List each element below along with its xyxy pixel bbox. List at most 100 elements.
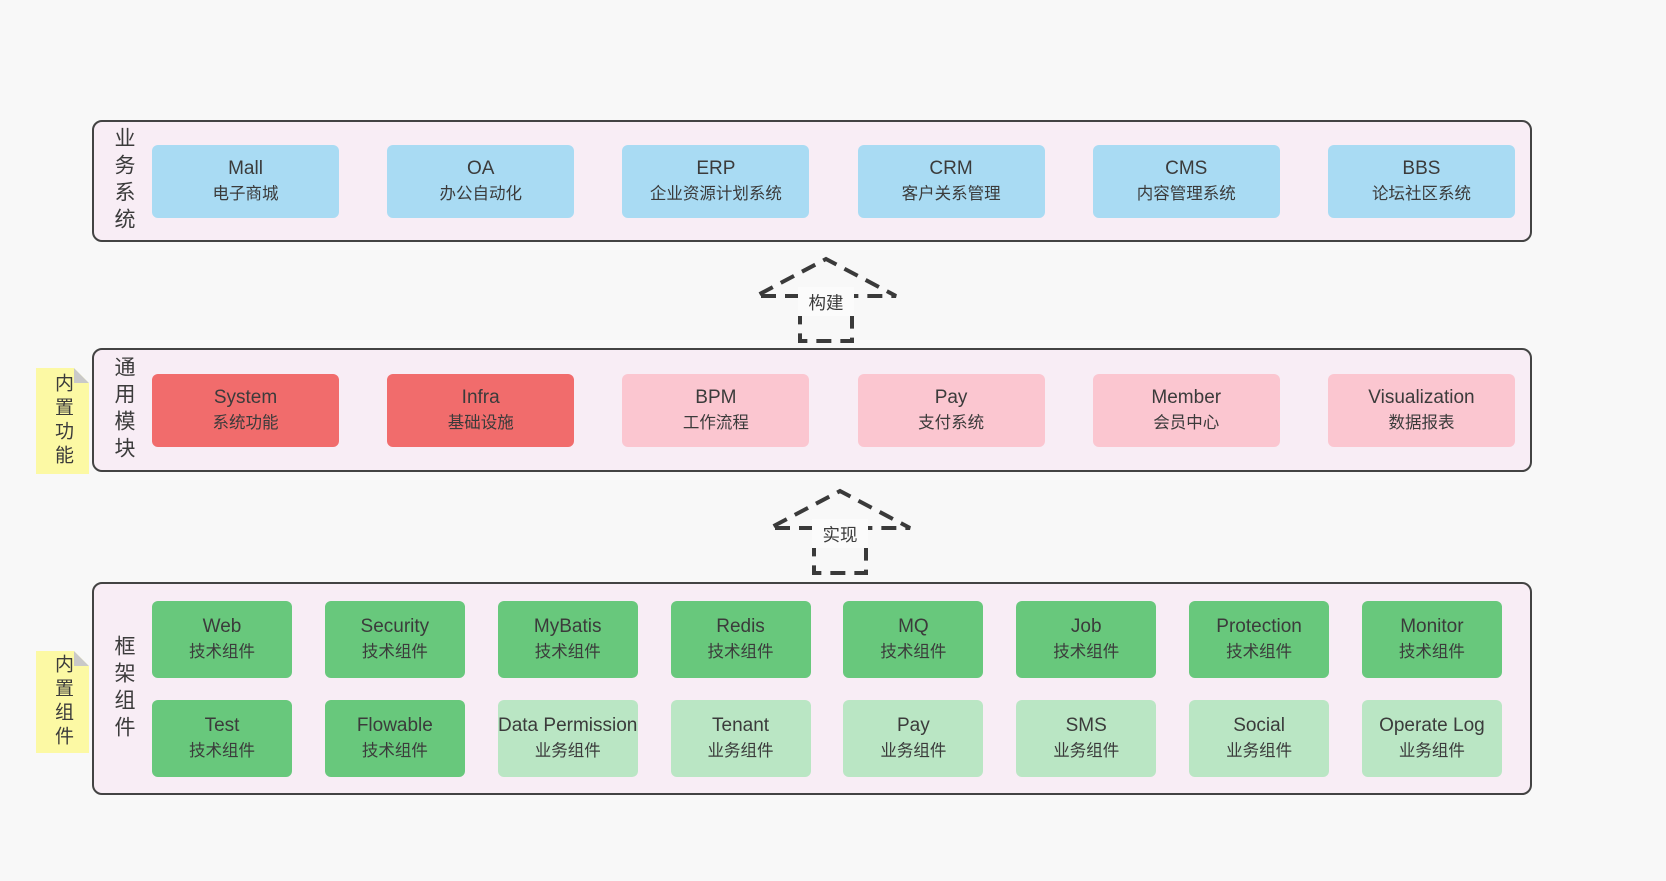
framework-components-content: Web 技术组件 Security 技术组件 MyBatis 技术组件 Redi… (152, 584, 1530, 793)
box-bbs: BBS 论坛社区系统 (1327, 144, 1515, 218)
business-systems-panel: 业务系统 Mall 电子商城 OA 办公自动化 ERP 企业资源计划系统 CRM… (92, 120, 1532, 242)
panel-label-text: 业务系统 (112, 127, 135, 235)
build-arrow-label-bg (798, 287, 854, 316)
box-infra: Infra 基础设施 (387, 373, 575, 447)
box-name: Social (1233, 714, 1285, 736)
box-desc: 业务组件 (1398, 741, 1465, 760)
sticky-note-text: 内置组件 (52, 654, 73, 750)
implement-arrow: 实现 (769, 488, 911, 575)
box-name: BBS (1402, 157, 1441, 179)
box-name: Tenant (712, 714, 770, 736)
box-name: Member (1151, 386, 1222, 408)
box-pay-component: Pay 业务组件 (843, 699, 984, 777)
box-data-permission: Data Permission 业务组件 (497, 699, 638, 777)
business-systems-panel-label: 业务系统 (94, 122, 152, 240)
box-mybatis: MyBatis 技术组件 (497, 600, 638, 678)
box-erp: ERP 企业资源计划系统 (622, 144, 810, 218)
box-social: Social 业务组件 (1189, 699, 1330, 777)
box-desc: 客户关系管理 (901, 184, 1001, 203)
box-monitor: Monitor 技术组件 (1361, 600, 1502, 678)
sticky-note-built-in-components: 内置组件 (36, 651, 89, 753)
box-security: Security 技术组件 (324, 600, 465, 678)
box-desc: 工作流程 (682, 413, 749, 432)
box-desc: 会员中心 (1153, 413, 1220, 432)
box-name: Operate Log (1379, 714, 1485, 736)
build-arrow-label: 构建 (809, 293, 844, 313)
box-desc: 办公自动化 (439, 184, 522, 203)
box-desc: 技术组件 (361, 642, 428, 661)
framework-components-panel-label: 框架组件 (94, 584, 152, 793)
box-desc: 技术组件 (707, 642, 774, 661)
box-desc: 业务组件 (1226, 741, 1293, 760)
box-sms: SMS 业务组件 (1016, 699, 1157, 777)
box-name: Redis (716, 615, 765, 637)
box-desc: 技术组件 (361, 741, 428, 760)
framework-row-2: Test 技术组件 Flowable 技术组件 Data Permission … (152, 699, 1502, 777)
box-web: Web 技术组件 (152, 600, 292, 678)
box-system: System 系统功能 (152, 373, 339, 447)
box-name: Pay (897, 714, 930, 736)
box-pay-module: Pay 支付系统 (857, 373, 1045, 447)
box-desc: 业务组件 (1053, 741, 1120, 760)
box-name: System (213, 386, 278, 408)
box-desc: 内容管理系统 (1136, 184, 1236, 203)
box-tenant: Tenant 业务组件 (670, 699, 811, 777)
box-name: CRM (929, 157, 973, 179)
box-desc: 技术组件 (189, 642, 255, 661)
box-crm: CRM 客户关系管理 (857, 144, 1045, 218)
box-cms: CMS 内容管理系统 (1092, 144, 1280, 218)
box-name: Flowable (356, 714, 433, 736)
panel-label-text: 通用模块 (112, 356, 135, 464)
box-desc: 业务组件 (880, 741, 947, 760)
box-member: Member 会员中心 (1092, 373, 1280, 447)
implement-arrow-outline (769, 488, 911, 575)
common-modules-row: System 系统功能 Infra 基础设施 BPM 工作流程 Pay 支付系统… (152, 350, 1530, 470)
box-mq: MQ 技术组件 (843, 600, 984, 678)
box-name: Test (204, 714, 240, 736)
box-name: Mall (228, 157, 263, 179)
box-desc: 业务组件 (534, 741, 601, 760)
sticky-note-built-in-features: 内置功能 (36, 368, 89, 474)
framework-components-panel: 框架组件 Web 技术组件 Security 技术组件 MyBatis 技术组件… (92, 582, 1532, 795)
common-modules-panel-label: 通用模块 (94, 350, 152, 470)
box-name: MyBatis (533, 615, 602, 637)
box-desc: 技术组件 (1053, 642, 1120, 661)
business-systems-row: Mall 电子商城 OA 办公自动化 ERP 企业资源计划系统 CRM 客户关系… (152, 122, 1530, 240)
box-desc: 企业资源计划系统 (649, 184, 782, 203)
box-desc: 系统功能 (212, 413, 279, 432)
box-name: BPM (695, 386, 737, 408)
box-desc: 数据报表 (1388, 413, 1455, 432)
box-desc: 论坛社区系统 (1371, 184, 1471, 203)
box-name: Data Permission (497, 714, 638, 736)
box-mall: Mall 电子商城 (152, 144, 339, 218)
box-desc: 技术组件 (189, 741, 255, 760)
box-name: Pay (934, 386, 968, 408)
build-arrow-outline (755, 256, 897, 343)
box-visualization: Visualization 数据报表 (1327, 373, 1515, 447)
box-desc: 业务组件 (707, 741, 774, 760)
box-name: ERP (696, 157, 736, 179)
box-name: Web (202, 615, 242, 637)
box-name: Infra (461, 386, 500, 408)
box-job: Job 技术组件 (1016, 600, 1157, 678)
box-name: Job (1070, 615, 1102, 637)
box-desc: 基础设施 (447, 413, 514, 432)
box-name: Security (360, 615, 430, 637)
box-desc: 技术组件 (880, 642, 947, 661)
build-arrow: 构建 (755, 256, 897, 343)
box-desc: 电子商城 (212, 184, 279, 203)
box-desc: 技术组件 (534, 642, 601, 661)
box-protection: Protection 技术组件 (1189, 600, 1330, 678)
box-name: OA (466, 157, 495, 179)
box-name: Visualization (1368, 386, 1475, 408)
box-name: Protection (1216, 615, 1302, 637)
box-name: MQ (898, 615, 929, 637)
framework-row-1: Web 技术组件 Security 技术组件 MyBatis 技术组件 Redi… (152, 600, 1502, 678)
box-bpm: BPM 工作流程 (622, 373, 810, 447)
box-desc: 技术组件 (1398, 642, 1465, 661)
box-oa: OA 办公自动化 (387, 144, 575, 218)
box-name: Monitor (1400, 615, 1464, 637)
box-name: SMS (1065, 714, 1107, 736)
sticky-note-text: 内置功能 (52, 373, 73, 469)
